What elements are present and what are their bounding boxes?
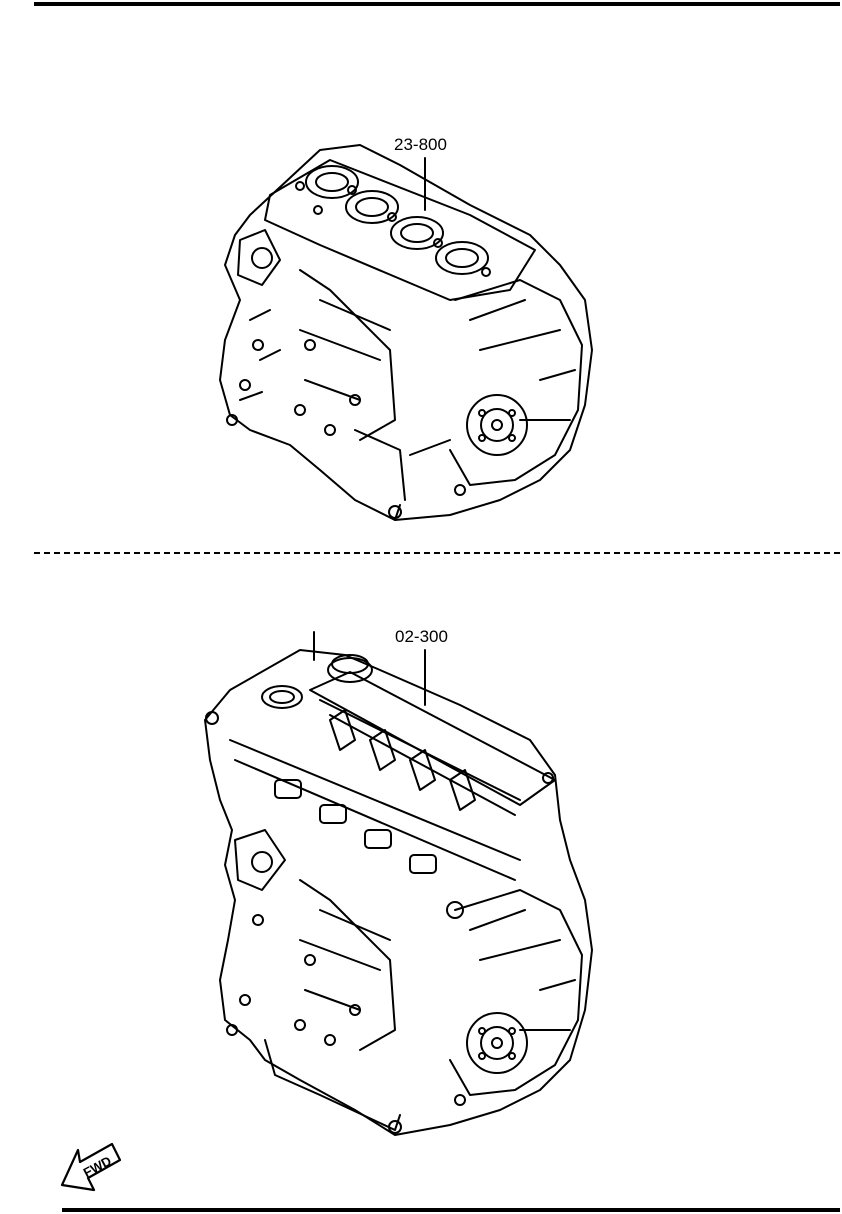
cylinder-block-drawing[interactable]	[219, 144, 593, 521]
fwd-direction-arrow-icon	[60, 1142, 122, 1192]
section-divider	[34, 552, 840, 554]
part-callout-cylinder-block[interactable]: 23-800	[394, 135, 447, 154]
part-callout-engine-assembly[interactable]: 02-300	[395, 627, 448, 646]
engine-assembly-drawing[interactable]	[204, 631, 593, 1136]
top-border-rule	[34, 2, 840, 6]
fwd-label: FWD	[81, 1153, 114, 1180]
bottom-border-rule	[62, 1208, 840, 1212]
